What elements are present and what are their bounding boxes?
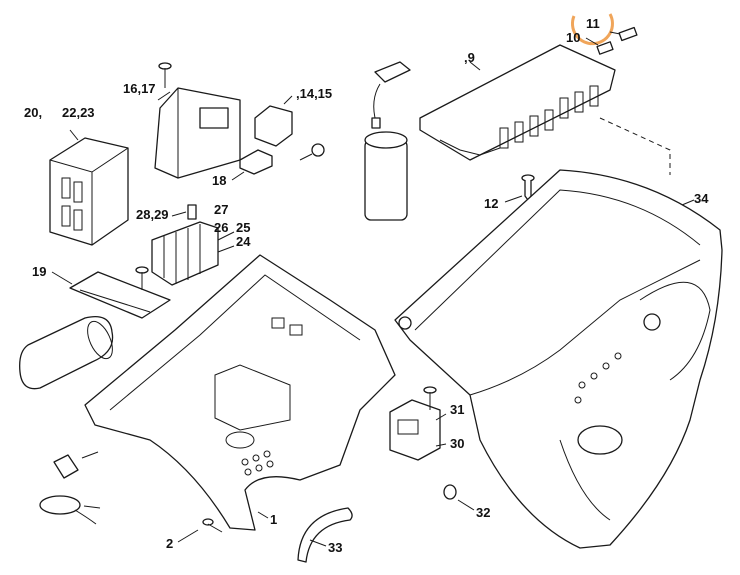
cable-clip-part[interactable] (53, 451, 99, 479)
transformer-part-16-17[interactable] (154, 62, 241, 179)
label-31: 31 (450, 402, 464, 417)
label-9: ,9 (464, 50, 475, 65)
cover-part-34[interactable] (394, 169, 723, 549)
capacitor-part[interactable] (364, 61, 411, 221)
switch-part-30-31[interactable] (389, 386, 447, 461)
label-22-23: 22,23 (62, 105, 95, 120)
label-16-17: 16,17 (123, 81, 156, 96)
terminal-block-part-24-25-26[interactable] (151, 221, 235, 286)
cable-tie-part[interactable] (39, 495, 101, 525)
relay-part-14-15[interactable] (254, 95, 293, 147)
label-28-29: 28,29 (136, 207, 169, 222)
label-32: 32 (476, 505, 490, 520)
label-19: 19 (32, 264, 46, 279)
label-10: 10 (566, 30, 580, 45)
label-14-15: ,14,15 (296, 86, 332, 101)
label-2: 2 (166, 536, 173, 551)
fuse-part-11[interactable] (609, 26, 638, 42)
screw-part-31 (423, 386, 437, 410)
screw-rail[interactable] (135, 266, 149, 290)
label-30: 30 (450, 436, 464, 451)
label-27: 27 (214, 202, 228, 217)
cable-lug[interactable] (299, 143, 325, 161)
label-33: 33 (328, 540, 342, 555)
label-25: 25 (236, 220, 250, 235)
label-24: 24 (236, 234, 251, 249)
motor-capacitor[interactable] (19, 315, 118, 390)
seal-strip-part-33[interactable] (297, 507, 353, 563)
din-rail-part-19[interactable] (51, 271, 171, 319)
component-part-27-28-29[interactable] (171, 204, 197, 220)
housing-part-1[interactable] (84, 254, 396, 531)
label-18: 18 (212, 173, 226, 188)
fuse-part-10[interactable] (585, 37, 614, 55)
terminal-part-18[interactable] (231, 149, 273, 181)
label-1: 1 (270, 512, 277, 527)
screw-part-2[interactable] (177, 518, 223, 543)
control-board-part-9[interactable] (419, 44, 616, 161)
grommet-part-32[interactable] (443, 484, 475, 511)
label-11: 11 (586, 16, 600, 31)
label-20: 20, (24, 105, 42, 120)
contactor-part-20-22-23[interactable] (49, 129, 129, 246)
screw-part-12[interactable] (504, 174, 535, 203)
label-12: 12 (484, 196, 498, 211)
label-34: 34 (694, 191, 709, 206)
highlight-circle (570, 13, 614, 46)
screw-top-transformer (158, 62, 172, 88)
label-26: 26 (214, 220, 228, 235)
